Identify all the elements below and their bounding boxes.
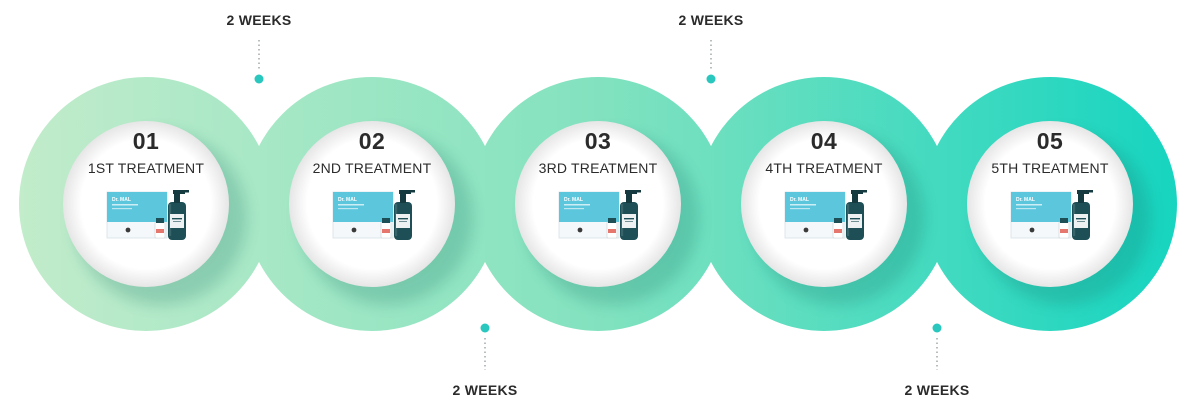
product-box bbox=[333, 192, 393, 222]
interval-dot bbox=[480, 323, 490, 333]
product-kit-image: Dr. MAL bbox=[1010, 190, 1093, 240]
product-kit-image: Dr. MAL bbox=[332, 190, 415, 240]
product-box bbox=[107, 192, 167, 222]
step-5: 05 5TH TREATMENT bbox=[970, 128, 1130, 176]
step-label: 5TH TREATMENT bbox=[991, 160, 1109, 176]
interval-dot bbox=[706, 74, 716, 84]
interval-label: 2 WEEKS bbox=[226, 12, 292, 28]
step-label: 3RD TREATMENT bbox=[538, 160, 658, 176]
product-brand-text: Dr. MAL bbox=[790, 197, 809, 203]
product-brand-text: Dr. MAL bbox=[564, 197, 583, 203]
step-label: 1ST TREATMENT bbox=[87, 160, 205, 176]
step-number: 03 bbox=[584, 128, 612, 154]
product-brand-text: Dr. MAL bbox=[338, 197, 357, 203]
interval-dot bbox=[254, 74, 264, 84]
step-label: 2ND TREATMENT bbox=[312, 160, 432, 176]
step-number: 02 bbox=[358, 128, 386, 154]
step-1: 01 1ST TREATMENT bbox=[66, 128, 226, 176]
step-label: 4TH TREATMENT bbox=[765, 160, 883, 176]
step-number: 04 bbox=[810, 128, 838, 154]
product-brand-text: Dr. MAL bbox=[1016, 197, 1035, 203]
step-number: 05 bbox=[1036, 128, 1064, 154]
product-brand-text: Dr. MAL bbox=[112, 197, 131, 203]
product-kit-image: Dr. MAL bbox=[558, 190, 641, 240]
product-kit-image: Dr. MAL bbox=[784, 190, 867, 240]
step-4: 04 4TH TREATMENT bbox=[744, 128, 904, 176]
interval-label: 2 WEEKS bbox=[452, 382, 518, 398]
interval-label: 2 WEEKS bbox=[678, 12, 744, 28]
product-kit-image: Dr. MAL bbox=[106, 190, 189, 240]
product-box bbox=[785, 192, 845, 222]
interval-dot bbox=[932, 323, 942, 333]
step-number: 01 bbox=[132, 128, 160, 154]
interval-label: 2 WEEKS bbox=[904, 382, 970, 398]
step-2: 02 2ND TREATMENT bbox=[292, 128, 452, 176]
step-3: 03 3RD TREATMENT bbox=[518, 128, 678, 176]
product-box bbox=[1011, 192, 1071, 222]
product-box bbox=[559, 192, 619, 222]
